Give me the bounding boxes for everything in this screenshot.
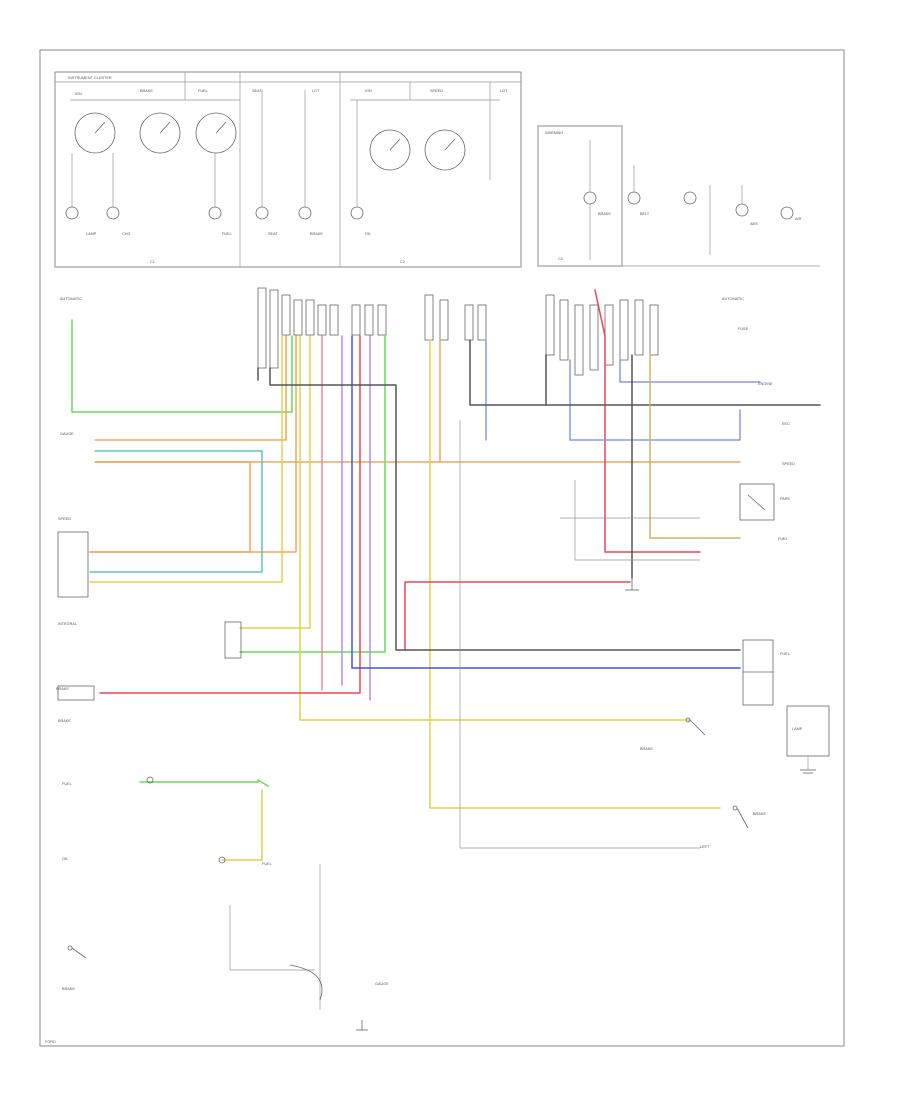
svg-text:SEAT: SEAT: [268, 232, 278, 236]
svg-text:LGT: LGT: [500, 89, 508, 93]
wire-harness: [71, 289, 821, 1010]
svg-text:GAUGE: GAUGE: [60, 432, 74, 436]
sensor-icon: [146, 776, 226, 864]
svg-text:FUEL: FUEL: [262, 862, 272, 866]
svg-text:BRAKE: BRAKE: [56, 687, 69, 691]
connector-icon: [545, 294, 659, 376]
svg-text:AUTOMATIC: AUTOMATIC: [60, 297, 82, 301]
svg-text:WARNING: WARNING: [545, 131, 563, 135]
svg-text:LEFT: LEFT: [700, 845, 710, 849]
svg-text:ABS: ABS: [750, 222, 758, 226]
svg-text:BRAKE: BRAKE: [310, 232, 323, 236]
svg-text:IGN: IGN: [365, 89, 372, 93]
svg-text:INSTRUMENT CLUSTER: INSTRUMENT CLUSTER: [68, 76, 112, 80]
right-components: AUTOMATIC FUSE ENGINE EEC SPEED PARK FUE…: [625, 297, 830, 849]
svg-text:SPEED: SPEED: [782, 462, 795, 466]
instrument-cluster: INSTRUMENT CLUSTER IGN BRAKE FUEL SEAT L…: [54, 71, 522, 268]
svg-text:FUEL: FUEL: [198, 89, 208, 93]
svg-text:BRAKE: BRAKE: [62, 987, 75, 991]
svg-text:AIR: AIR: [795, 217, 802, 221]
svg-text:C2: C2: [400, 260, 405, 264]
svg-text:GAUGE: GAUGE: [375, 982, 389, 986]
switch-icon: [67, 945, 87, 959]
svg-text:IGN: IGN: [75, 92, 82, 96]
svg-text:AUTOMATIC: AUTOMATIC: [722, 297, 744, 301]
svg-text:FUEL: FUEL: [222, 232, 232, 236]
svg-text:OIL: OIL: [365, 232, 371, 236]
svg-text:BELT: BELT: [640, 212, 650, 216]
svg-text:SPEED: SPEED: [430, 89, 443, 93]
svg-text:FUEL: FUEL: [780, 652, 790, 656]
svg-text:C3: C3: [558, 257, 563, 261]
svg-text:CHG: CHG: [122, 232, 130, 236]
switch-icon: [685, 717, 749, 829]
indicator-lamp-icon: [65, 206, 364, 220]
svg-text:LAMP: LAMP: [792, 727, 803, 731]
diagram-border: [39, 49, 845, 1047]
svg-text:BRAKE: BRAKE: [598, 212, 611, 216]
svg-text:FORD: FORD: [45, 1040, 56, 1044]
svg-text:PARK: PARK: [780, 497, 791, 501]
svg-text:LGT: LGT: [312, 89, 320, 93]
svg-text:FUEL: FUEL: [778, 537, 788, 541]
gauge-icon: [369, 129, 411, 171]
svg-text:SEAT: SEAT: [252, 89, 262, 93]
indicator-lamp-icon: [583, 191, 794, 220]
left-components: AUTOMATIC GAUGE SPEED INTEGRAL BRAKE BRA…: [45, 297, 389, 1044]
ground-icon: [356, 1020, 368, 1031]
gauge-icon: [74, 112, 116, 154]
connector-icon: [257, 287, 387, 369]
svg-text:EEC: EEC: [782, 422, 790, 426]
svg-text:FUEL: FUEL: [62, 782, 72, 786]
ground-icon: [625, 578, 639, 591]
svg-text:OIL: OIL: [62, 857, 68, 861]
svg-text:BRAKE: BRAKE: [58, 719, 71, 723]
ground-icon: [800, 769, 816, 774]
svg-text:BRAKE: BRAKE: [753, 812, 766, 816]
svg-text:INTEGRAL: INTEGRAL: [58, 622, 77, 626]
svg-text:FUSE: FUSE: [738, 327, 749, 331]
svg-text:C1: C1: [150, 260, 155, 264]
gauge-icon: [195, 112, 237, 154]
svg-text:BRAKE: BRAKE: [140, 89, 153, 93]
svg-text:SPEED: SPEED: [58, 517, 71, 521]
warning-lamp-module: WARNING BRAKE BELT ABS AIR C3: [537, 125, 820, 267]
svg-text:BRAKE: BRAKE: [640, 747, 653, 751]
gauge-icon: [424, 129, 466, 171]
svg-text:LAMP: LAMP: [86, 232, 97, 236]
gauge-icon: [139, 112, 181, 154]
svg-text:ENGINE: ENGINE: [758, 382, 773, 386]
connector-icon: [424, 294, 487, 341]
